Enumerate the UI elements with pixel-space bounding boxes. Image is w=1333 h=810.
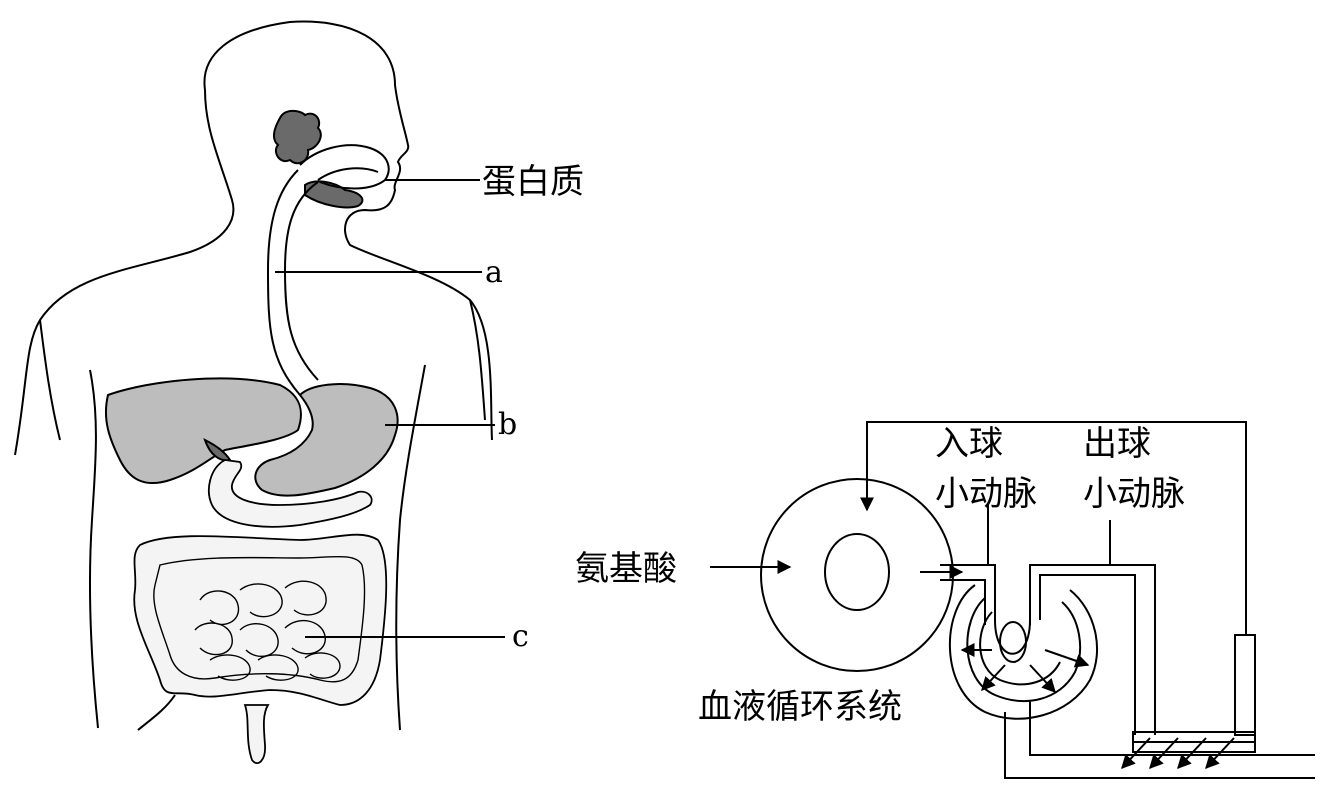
afferent-arteriole — [940, 564, 996, 620]
reabsorption-arrow-2 — [1149, 737, 1179, 770]
label-b: b — [498, 407, 517, 442]
digestive-system-diagram: 蛋白质 a b c — [14, 20, 584, 765]
tongue — [317, 167, 379, 181]
circulation-outer-circle — [760, 478, 954, 672]
filtration-arrow-2 — [981, 664, 1006, 692]
efferent-arteriole — [1029, 564, 1156, 735]
reabsorption-arrow-1 — [1121, 737, 1151, 770]
stomach — [254, 383, 399, 497]
large-intestine-inner — [153, 555, 366, 683]
esophagus-inner — [283, 181, 319, 381]
rectum — [243, 704, 270, 765]
reabsorption-arrow-3 — [1177, 737, 1207, 770]
renal-tubule-bottom — [1004, 712, 1315, 779]
filtration-arrow-3 — [1029, 664, 1056, 694]
label-c: c — [512, 619, 529, 654]
label-amino-acid: 氨基酸 — [575, 549, 677, 589]
oral-cavity — [299, 144, 390, 190]
circulation-inner-circle — [824, 533, 890, 611]
glomerulus-core — [999, 621, 1027, 663]
appendix — [137, 694, 176, 731]
esophagus — [266, 169, 301, 396]
body-outline-left — [14, 89, 235, 456]
bowman-capsule-arc — [979, 611, 1061, 686]
filtration-arrow-4 — [1044, 649, 1090, 668]
bowman-capsule-inner — [966, 597, 1082, 702]
torso-left-side — [89, 369, 99, 729]
large-intestine — [133, 533, 388, 706]
glomerulus-capillary — [994, 619, 1031, 655]
label-afferent-line1: 入球 — [935, 424, 1003, 464]
reabsorption-arrow-4 — [1205, 737, 1235, 770]
label-a: a — [485, 255, 503, 290]
renal-tubule-top — [1029, 700, 1315, 756]
label-circulation: 血液循环系统 — [698, 687, 902, 727]
afferent-arteriole-inner — [940, 579, 986, 625]
arm-right-inner — [469, 299, 486, 421]
torso-right-side — [395, 364, 426, 731]
duodenum — [208, 459, 373, 528]
label-afferent-line2: 小动脉 — [935, 474, 1037, 514]
bowman-capsule-outer — [949, 584, 1098, 720]
label-efferent-line1: 出球 — [1083, 424, 1151, 464]
salivary-gland — [273, 109, 322, 165]
label-efferent-line2: 小动脉 — [1083, 474, 1185, 514]
salivary-gland-lower — [304, 180, 364, 209]
liver — [104, 377, 302, 485]
efferent-arteriole-inner — [1039, 574, 1136, 735]
nephron-diagram: 氨基酸 — [575, 421, 1315, 779]
arm-left-inner — [39, 319, 61, 441]
collecting-duct-column — [1234, 634, 1256, 736]
return-loop — [860, 421, 1247, 635]
label-protein: 蛋白质 — [482, 162, 584, 202]
body-outline — [203, 20, 493, 441]
